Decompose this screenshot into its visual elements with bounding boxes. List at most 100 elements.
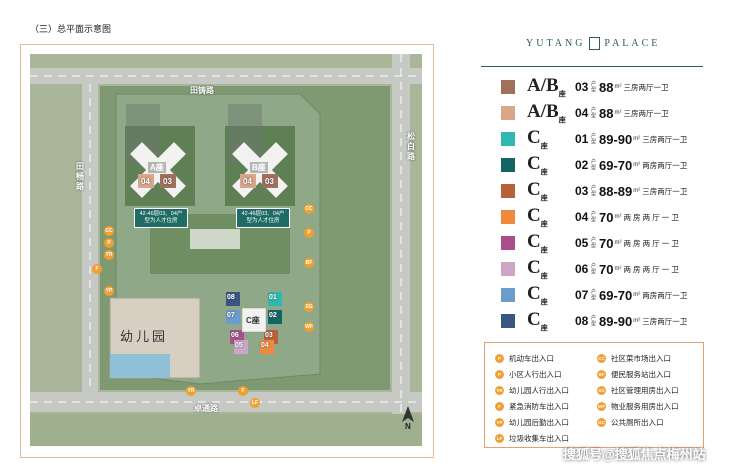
legend-row: A/B座 04 户型 88 m² 三房两厅一卫 (501, 101, 668, 125)
facility-label: 公共厕所出入口 (611, 418, 664, 427)
legend-swatch (501, 184, 515, 198)
legend-building: C座 (527, 205, 548, 228)
legend-sqm: m² (633, 318, 641, 324)
map-marker[interactable]: F (238, 386, 248, 396)
legend-building: C座 (527, 153, 548, 176)
map-marker[interactable]: YP (104, 286, 114, 296)
legend-unit: 08 (575, 314, 589, 328)
site-plan-drawing (30, 54, 422, 446)
building-b-note: 42-46层03、04户型为人才住房 (236, 208, 290, 228)
legend-unit: 07 (575, 288, 589, 302)
map-marker[interactable]: YR (186, 386, 196, 396)
legend-sqm: m² (614, 110, 622, 116)
map-marker[interactable]: P (104, 238, 114, 248)
legend-unit: 03 (575, 80, 589, 94)
building-b-label: B座 (250, 162, 268, 173)
legend-area: 89-90 (599, 131, 633, 147)
map-marker[interactable]: WF (304, 322, 314, 332)
legend-layout: 两 房 两 厅 一 卫 (623, 238, 679, 248)
legend-layout: 两 房 两 厅 一 卫 (623, 264, 679, 274)
watermark: 搜狐号@搜狐焦点梅州站 (563, 447, 706, 462)
legend-sqm: m² (614, 84, 622, 90)
map-marker[interactable]: LF (250, 398, 260, 408)
road-label-north: 田铸路 (190, 86, 214, 95)
brand-right: PALACE (604, 37, 661, 49)
facility-badge: P (495, 354, 504, 363)
building-b-unit-03: 03 (265, 177, 274, 186)
building-c-unit-02: 02 (269, 312, 277, 319)
brand-title: YUTANG PALACE (526, 37, 660, 50)
legend-area: 70 (599, 209, 614, 225)
facility-label: 便民服务站出入口 (611, 370, 671, 379)
facility-item: YR 幼儿园人行出入口 (495, 385, 569, 396)
site-plan-map: 田铸路 田畅路 松白路 卓通路 A座 04 03 42-46层03、04户型为人… (30, 54, 422, 446)
map-marker[interactable]: F (92, 264, 102, 274)
legend-row: C座 08 户型 89-90 m² 三房两厅一卫 (501, 309, 687, 333)
building-a-unit-04: 04 (141, 177, 150, 186)
building-c-unit-04: 04 (261, 342, 269, 349)
legend-area: 89-90 (599, 313, 633, 329)
facility-badge: YR (495, 386, 504, 395)
legend-row: C座 03 户型 88-89 m² 三房两厅一卫 (501, 179, 687, 203)
facility-label: 幼儿园人行出入口 (509, 386, 569, 395)
legend-layout: 三房两厅一卫 (623, 82, 669, 92)
legend-row: C座 01 户型 89-90 m² 三房两厅一卫 (501, 127, 687, 151)
road-label-south: 卓通路 (194, 404, 218, 413)
brand-left: YUTANG (526, 37, 586, 49)
legend-area: 70 (599, 235, 614, 251)
unit-type-legend: A/B座 03 户型 88 m² 三房两厅一卫 A/B座 04 户型 88 m²… (481, 66, 703, 337)
legend-swatch (501, 288, 515, 302)
facility-label: 紧急消防车出入口 (509, 402, 569, 411)
map-marker[interactable]: BF (304, 258, 314, 268)
facility-badge: GC (597, 418, 606, 427)
facility-badge: WF (597, 402, 606, 411)
legend-layout: 三房两厅一卫 (642, 316, 688, 326)
legend-unit: 04 (575, 106, 589, 120)
building-c-unit-01: 01 (269, 294, 277, 301)
legend-area: 69-70 (599, 157, 633, 173)
map-marker[interactable]: CC (104, 226, 114, 236)
legend-building: C座 (527, 231, 548, 254)
facility-badge: BF (597, 370, 606, 379)
map-marker[interactable]: P (304, 228, 314, 238)
legend-huxing: 户型 (591, 159, 597, 171)
legend-sqm: m² (633, 188, 641, 194)
map-frame (20, 44, 434, 458)
facility-label: 社区菜市场出入口 (611, 354, 671, 363)
legend-huxing: 户型 (591, 263, 597, 275)
legend-swatch (501, 106, 515, 120)
legend-swatch (501, 210, 515, 224)
brand-emblem-icon (589, 37, 601, 50)
building-c-unit-05: 05 (235, 342, 243, 349)
legend-layout: 三房两厅一卫 (623, 108, 669, 118)
legend-row: C座 07 户型 69-70 m² 两房两厅一卫 (501, 283, 687, 307)
facility-badge: LF (495, 434, 504, 443)
facility-badge: F (495, 402, 504, 411)
legend-building: A/B座 (527, 75, 566, 98)
map-marker[interactable]: CC (304, 204, 314, 214)
building-a-unit-03: 03 (163, 177, 172, 186)
facility-item: BF 便民服务站出入口 (597, 369, 671, 380)
legend-huxing: 户型 (591, 107, 597, 119)
legend-huxing: 户型 (591, 289, 597, 301)
building-b-unit-04: 04 (243, 177, 252, 186)
legend-swatch (501, 132, 515, 146)
legend-building: C座 (527, 309, 548, 332)
legend-sqm: m² (614, 240, 622, 246)
legend-row: C座 02 户型 69-70 m² 两房两厅一卫 (501, 153, 687, 177)
legend-swatch (501, 262, 515, 276)
building-c-label: C座 (246, 316, 260, 325)
legend-huxing: 户型 (591, 211, 597, 223)
legend-layout: 两房两厅一卫 (642, 290, 688, 300)
legend-row: C座 04 户型 70 m² 两 房 两 厅 一 卫 (501, 205, 679, 229)
building-a-note: 42-46层03、04户型为人才住房 (134, 208, 188, 228)
map-marker[interactable]: SG (304, 302, 314, 312)
building-c-unit-08: 08 (227, 294, 235, 301)
legend-layout: 三房两厅一卫 (642, 186, 688, 196)
legend-area: 88-89 (599, 183, 633, 199)
legend-swatch (501, 314, 515, 328)
map-marker[interactable]: YR (104, 250, 114, 260)
